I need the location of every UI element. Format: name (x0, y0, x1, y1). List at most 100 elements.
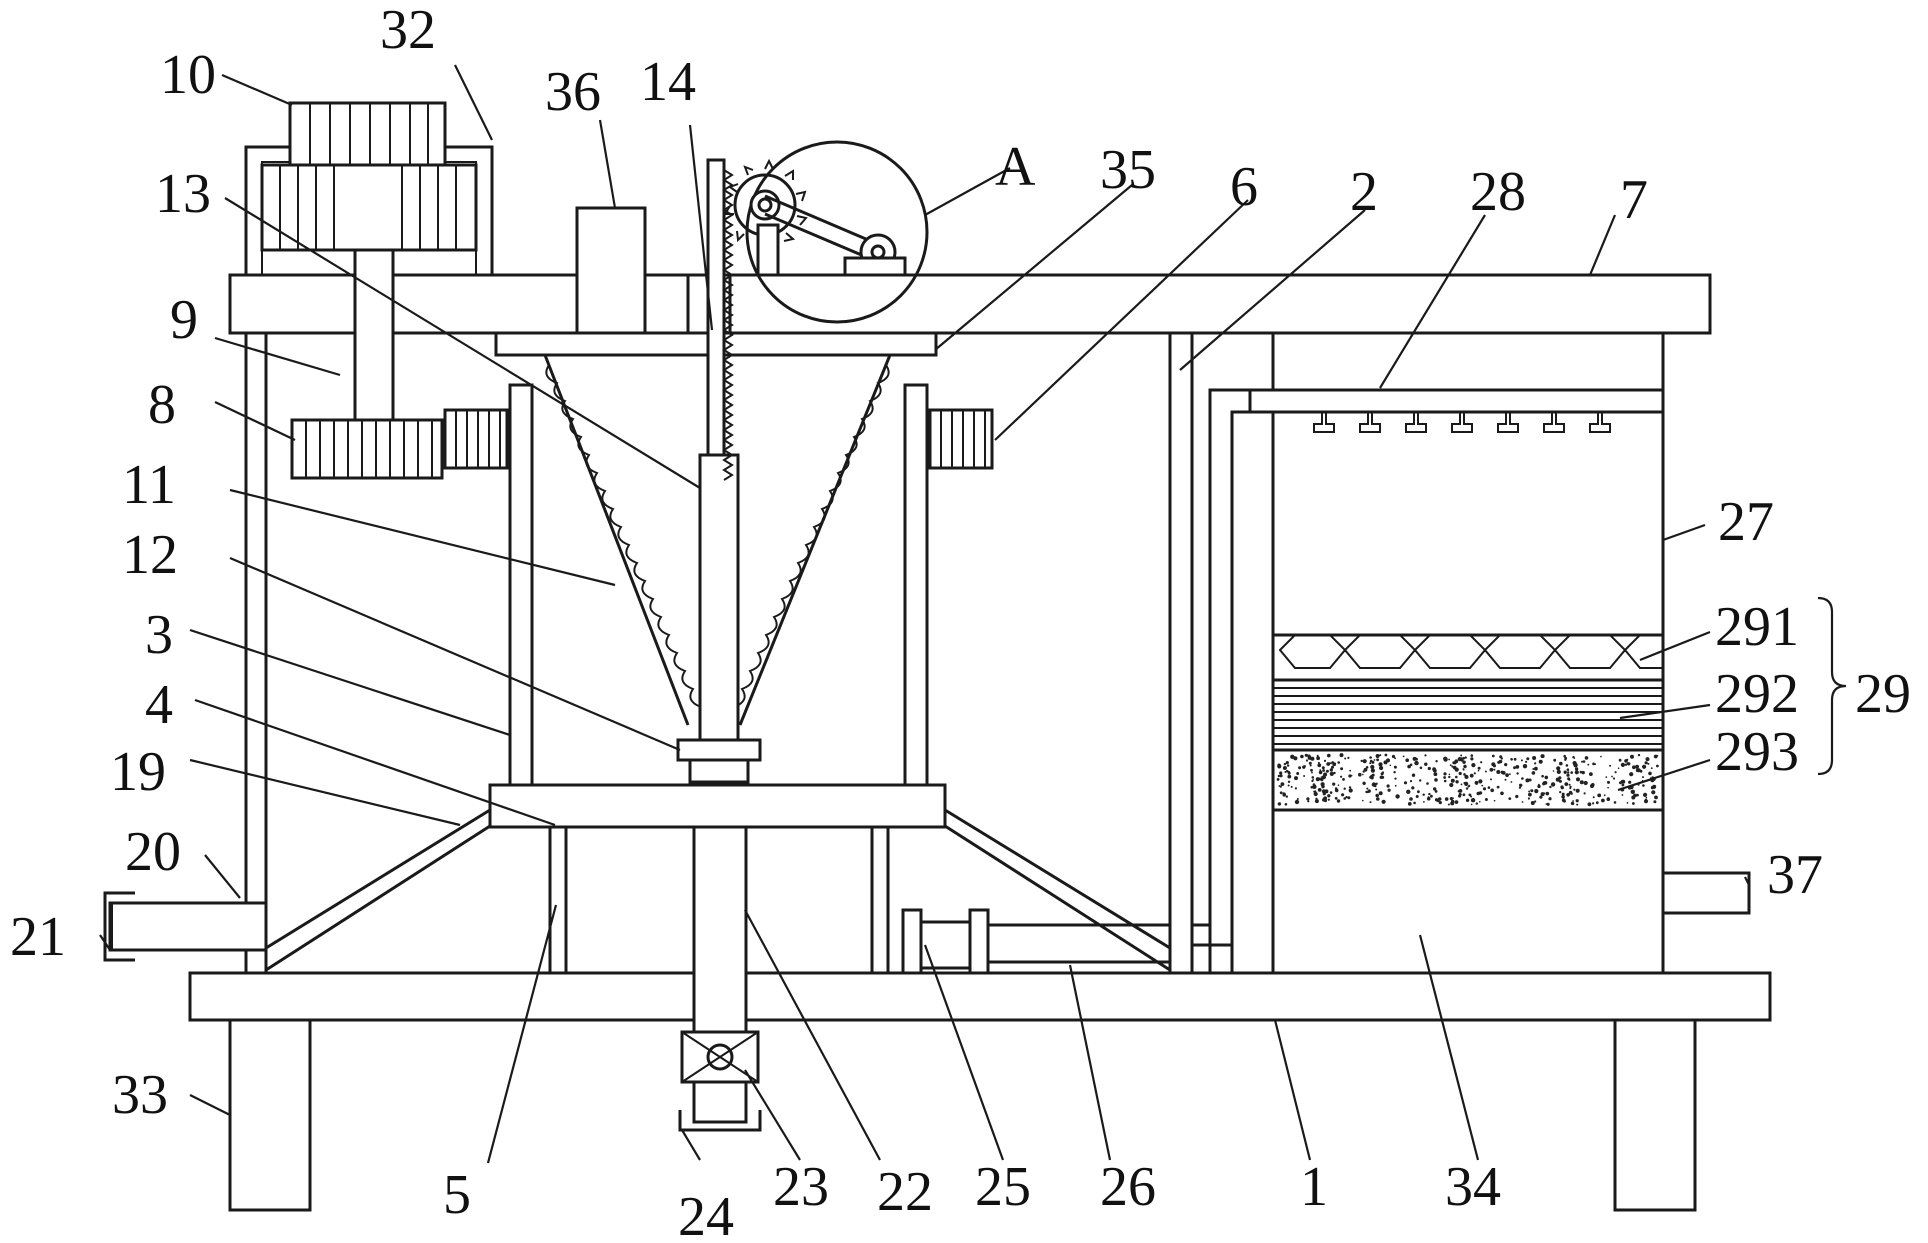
sand-grain (1358, 772, 1362, 777)
sand-grain (1501, 771, 1506, 775)
sand-grain (1448, 758, 1450, 761)
sand-grain (1636, 793, 1639, 797)
sand-grain (1478, 779, 1483, 784)
sand-grain (1553, 758, 1557, 762)
sand-grain (1647, 762, 1650, 765)
sand-grain (1595, 801, 1599, 805)
sand-grain (1302, 765, 1306, 769)
sand-grain (1470, 798, 1476, 803)
sand-grain (1307, 800, 1310, 803)
sand-grain (1530, 789, 1534, 793)
sand-grain (1406, 789, 1411, 794)
sand-grain (1348, 788, 1353, 793)
sand-grain (1550, 782, 1556, 787)
sand-grain (1378, 791, 1383, 796)
sand-grain (1387, 788, 1391, 792)
sand-grain (1499, 755, 1503, 759)
drive-gear-teeth (305, 420, 433, 478)
drum-leg-left (548, 825, 568, 975)
sand-grain (1365, 766, 1369, 769)
sand-grain (1279, 771, 1283, 775)
motor-housing-middle (260, 163, 478, 252)
sand-grain (1516, 772, 1519, 775)
sand-grain (1327, 794, 1331, 798)
label-21: 21 (10, 906, 66, 968)
sand-grain (1574, 770, 1579, 775)
sand-grain (1417, 790, 1420, 794)
sand-grain (1464, 781, 1469, 787)
sand-grain (1470, 757, 1474, 761)
label-37: 37 (1767, 844, 1823, 906)
sand-grain (1627, 762, 1631, 766)
crank-base (843, 256, 907, 277)
rack-bar (706, 158, 726, 457)
sand-grain (1384, 753, 1388, 757)
sand-grain (1370, 764, 1375, 770)
label-5: 5 (443, 1164, 471, 1226)
label-13: 13 (155, 163, 211, 225)
sand-grain (1526, 757, 1530, 761)
label-1: 1 (1300, 1156, 1328, 1218)
sand-grain (1569, 787, 1572, 790)
sand-grain (1572, 800, 1574, 802)
label-24: 24 (678, 1186, 734, 1243)
sand-grain (1644, 761, 1648, 765)
sand-grain (1395, 794, 1400, 799)
sand-grain (1312, 778, 1314, 781)
sand-grain (1315, 777, 1320, 782)
sand-grain (1564, 782, 1569, 786)
sand-grain (1343, 787, 1346, 790)
sand-grain (1560, 786, 1564, 790)
sand-grain (1294, 776, 1298, 781)
sand-grain (1371, 782, 1377, 787)
crank-rod-bottom (764, 212, 879, 264)
sand-grain (1362, 799, 1364, 802)
sand-grain (1581, 760, 1583, 763)
sand-grain (1566, 773, 1570, 777)
sand-grain (1477, 769, 1480, 772)
sand-grain (1462, 760, 1466, 764)
side-outlet-cap-inner (111, 902, 135, 951)
sand-grain (1530, 801, 1535, 805)
cone-right-teeth (733, 364, 890, 708)
sand-grain (1645, 796, 1648, 799)
label-293: 293 (1715, 721, 1799, 783)
sand-grain (1579, 780, 1584, 785)
left-support-column (244, 331, 268, 975)
sand-grain (1621, 779, 1626, 784)
sand-grain (1470, 803, 1473, 806)
sand-grain (1460, 783, 1463, 786)
sand-grain (1428, 792, 1431, 796)
sand-grain (1656, 764, 1659, 768)
sand-grain (1305, 759, 1309, 762)
sand-grain (1605, 776, 1608, 778)
sand-grain (1407, 802, 1412, 806)
detail-circle-a (745, 140, 929, 324)
sand-grain (1556, 766, 1561, 771)
sand-grain (1378, 762, 1383, 767)
sand-grain (1394, 784, 1397, 787)
sand-grain (1630, 789, 1636, 794)
sand-grain (1403, 781, 1408, 785)
sand-grain (1583, 792, 1586, 795)
sand-grain (1548, 797, 1552, 801)
sand-grain (1572, 761, 1577, 766)
sand-grain (1496, 785, 1500, 789)
sand-grain (1637, 753, 1641, 757)
sand-grain (1279, 774, 1283, 778)
sand-grain (1490, 778, 1492, 781)
sand-grain (1515, 794, 1519, 799)
sand-grain (1369, 801, 1372, 804)
sand-grain (1613, 801, 1617, 804)
sand-grain (1653, 800, 1657, 804)
sand-grain (1422, 793, 1425, 796)
sand-grain (1563, 770, 1567, 774)
sand-grain (1570, 792, 1573, 795)
right-ring-gear-teeth (940, 410, 986, 468)
sand-grain (1318, 770, 1323, 775)
side-outlet-pipe (108, 901, 268, 952)
sand-grain (1531, 771, 1536, 775)
sand-grain (1532, 756, 1537, 760)
sand-grain (1393, 765, 1397, 769)
